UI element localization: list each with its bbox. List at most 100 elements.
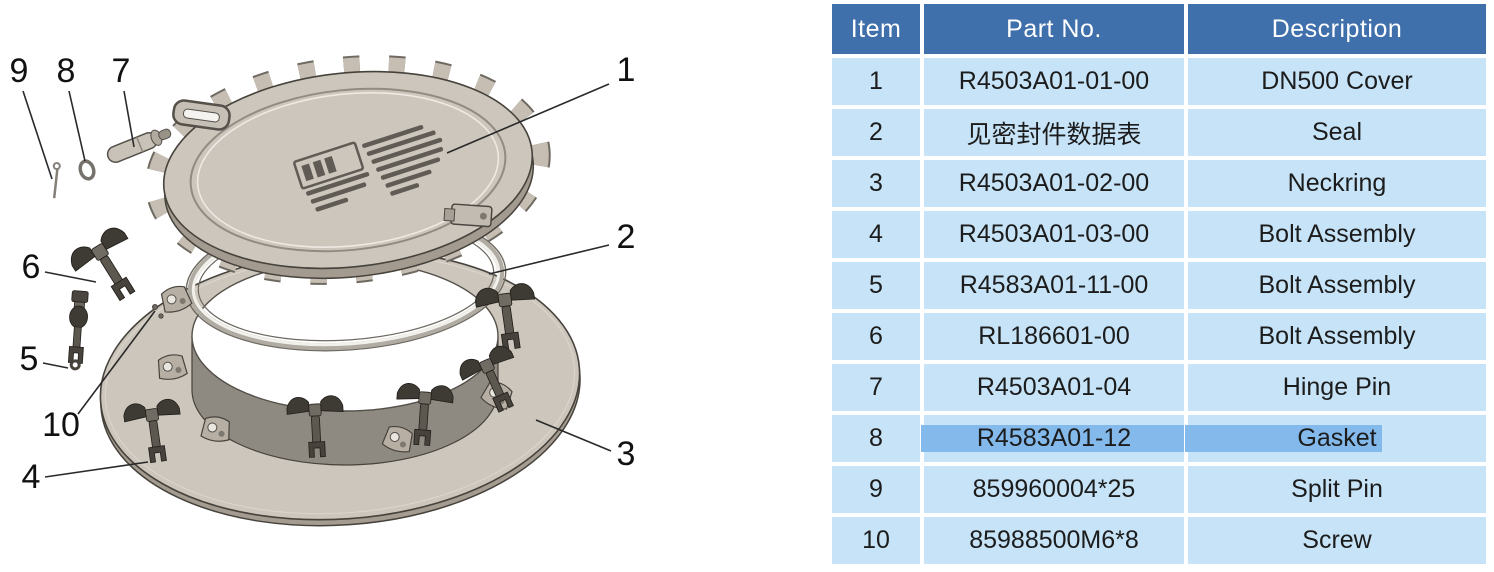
cell-text: 6 [869,322,883,350]
cover-disk [145,55,551,285]
cell-text: Bolt Assembly [1258,220,1416,248]
cell-description[interactable]: Screw [1188,517,1486,564]
table-row: 4 R4503A01-03-00 Bolt Assembly [832,211,1486,258]
cell-part_no[interactable]: 85988500M6*8 [924,517,1184,564]
cell-part_no[interactable]: R4503A01-03-00 [924,211,1184,258]
callout-number-7: 7 [112,52,131,90]
table-row: 2 见密封件数据表 Seal [832,109,1486,156]
cell-text: 2 [869,118,883,146]
split-pin [52,162,61,199]
cover-handle [172,99,231,131]
cell-text: Seal [1311,118,1363,146]
cell-item[interactable]: 5 [832,262,920,309]
col-header-description: Description [1188,4,1486,54]
cell-text: R4503A01-03-00 [958,220,1150,248]
cell-text: RL186601-00 [978,322,1130,350]
cell-description[interactable]: Neckring [1188,160,1486,207]
col-header-part-no: Part No. [924,4,1184,54]
cell-description[interactable]: Bolt Assembly [1188,262,1486,309]
cell-text: 9 [869,475,883,503]
cell-part_no[interactable]: R4503A01-02-00 [924,160,1184,207]
cell-description[interactable]: DN500 Cover [1188,58,1486,105]
parts-table-wrap: Item Part No. Description 1 R4503A01-01-0… [828,0,1494,568]
callout-leader-6 [44,271,97,283]
callout-leader-5 [42,362,69,369]
callout-number-1: 1 [617,51,636,89]
parts-table: Item Part No. Description 1 R4503A01-01-0… [828,0,1490,568]
table-row: 3 R4503A01-02-00 Neckring [832,160,1486,207]
cell-part_no[interactable]: R4583A01-11-00 [924,262,1184,309]
cell-item[interactable]: 8 [832,415,920,462]
cover-hinge-bracket [443,203,493,228]
neck-wall [191,260,499,466]
cell-text: 85988500M6*8 [969,526,1139,554]
cell-description[interactable]: Hinge Pin [1188,364,1486,411]
callout-number-4: 4 [22,458,41,496]
cell-description[interactable]: Bolt Assembly [1188,211,1486,258]
cell-part_no[interactable]: 859960004*25 [924,466,1184,513]
cell-text: Bolt Assembly [1258,322,1416,350]
table-row: 10 85988500M6*8 Screw [832,517,1486,564]
cell-part_no[interactable]: RL186601-00 [924,313,1184,360]
cell-item[interactable]: 7 [832,364,920,411]
cell-description[interactable]: Bolt Assembly [1188,313,1486,360]
cell-item[interactable]: 10 [832,517,920,564]
cell-text: Split Pin [1291,475,1383,503]
cell-item[interactable]: 9 [832,466,920,513]
cell-description[interactable]: Seal [1188,109,1486,156]
cell-text: R4583A01-12 [976,424,1132,452]
callout-leader-8 [68,90,86,162]
cover-label-plate [293,125,444,212]
cell-part_no[interactable]: 见密封件数据表 [924,109,1184,156]
table-row: 7 R4503A01-04 Hinge Pin [832,364,1486,411]
cell-part_no[interactable]: R4503A01-04 [924,364,1184,411]
cell-description[interactable]: Split Pin [1188,466,1486,513]
gasket-ring [78,159,96,181]
cell-text: DN500 Cover [1261,67,1413,95]
callout-number-8: 8 [57,52,76,90]
cell-text: 3 [869,169,883,197]
callout-leader-3 [535,419,612,452]
callout-leader-1 [446,83,610,154]
cell-text: 10 [862,526,890,554]
header-row: Item Part No. Description [832,4,1486,54]
cell-text: 见密封件数据表 [966,120,1142,149]
cell-text: Neckring [1287,169,1387,197]
callout-number-9: 9 [10,52,29,90]
cell-text: 5 [869,271,883,299]
cell-item[interactable]: 3 [832,160,920,207]
callout-leader-7 [123,90,135,148]
cell-part_no[interactable]: R4583A01-12 [921,415,1184,462]
callout-number-2: 2 [617,218,636,256]
col-header-item: Item [832,4,920,54]
cell-description[interactable]: Gasket [1185,415,1486,462]
hinge-pin [106,128,172,163]
eye-bolt-item5 [67,290,89,371]
selection-highlight [921,425,1184,452]
cell-text: Screw [1302,526,1372,554]
cell-text: 1 [869,67,883,95]
screw-dots [151,303,164,319]
cell-item[interactable]: 1 [832,58,920,105]
cell-text: 4 [869,220,883,248]
cell-text: R4503A01-02-00 [958,169,1150,197]
cell-item[interactable]: 2 [832,109,920,156]
cell-item[interactable]: 4 [832,211,920,258]
callout-leader-2 [488,244,610,275]
cell-part_no[interactable]: R4503A01-01-00 [924,58,1184,105]
cell-text: Gasket [1297,424,1377,452]
cell-item[interactable]: 6 [832,313,920,360]
callout-number-5: 5 [20,340,39,378]
cell-text: R4503A01-01-00 [958,67,1150,95]
callout-leader-10 [77,310,156,415]
cell-text: 7 [869,373,883,401]
table-row: 9 859960004*25 Split Pin [832,466,1486,513]
callout-number-6: 6 [22,248,41,286]
table-row: 1 R4503A01-01-00 DN500 Cover [832,58,1486,105]
cell-text: Hinge Pin [1282,373,1392,401]
callout-leader-4 [44,461,149,478]
